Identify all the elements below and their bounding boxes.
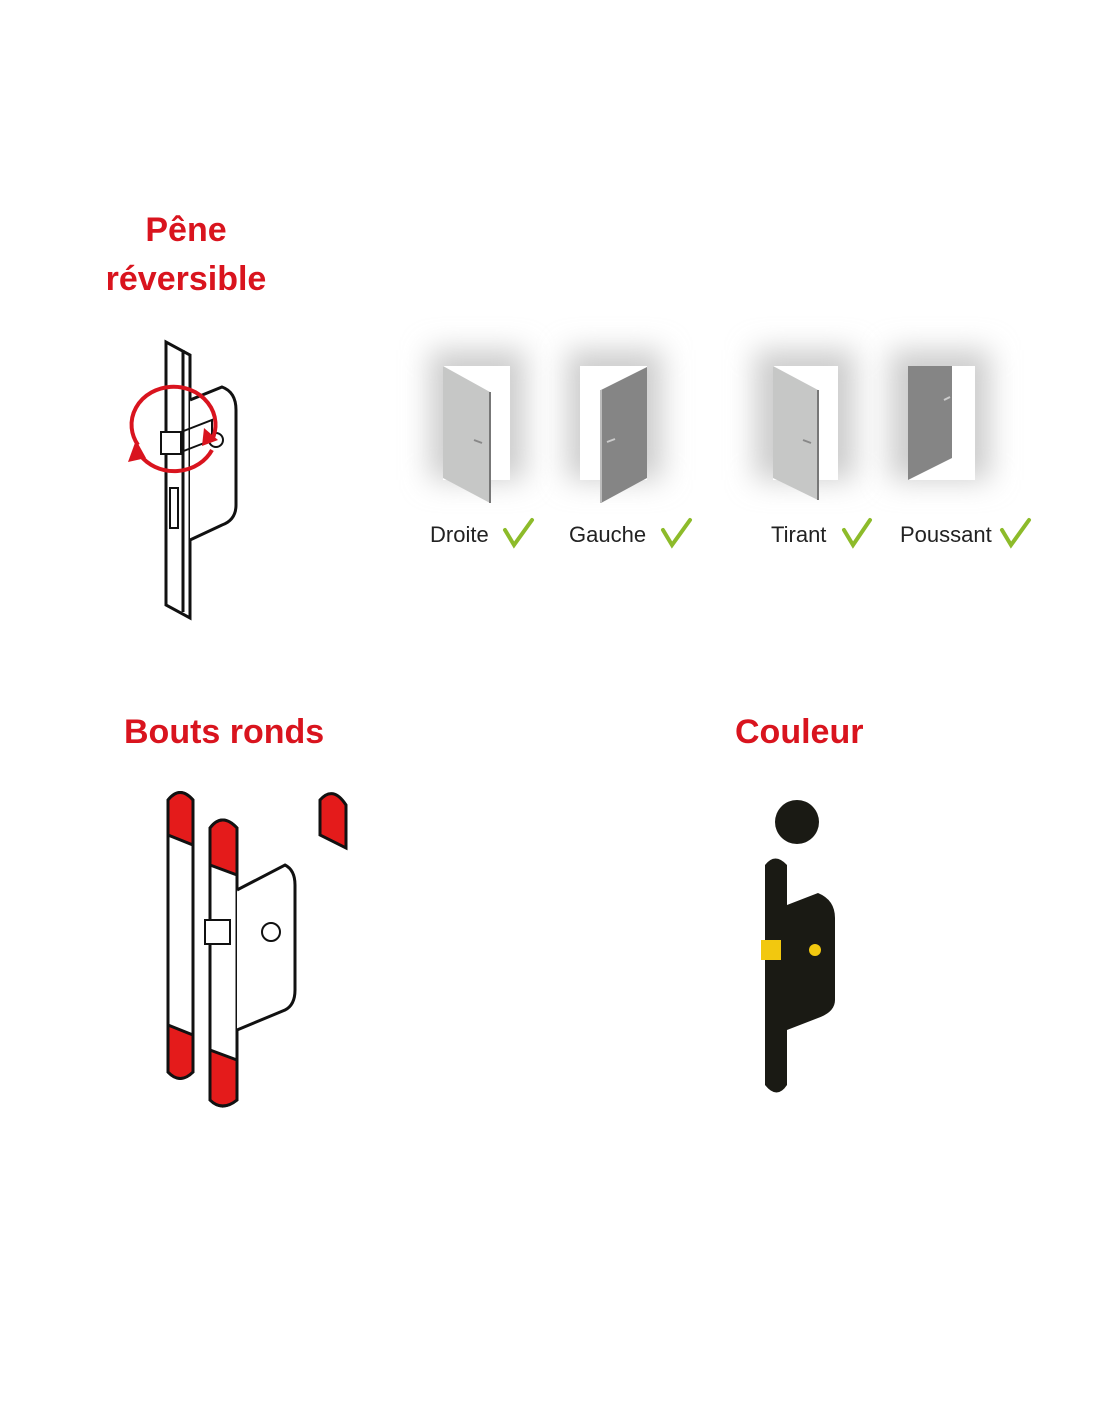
rotate-arrow-icon — [128, 440, 146, 462]
reversible-title-line1: Pêne — [145, 211, 227, 249]
door-poussant — [890, 350, 990, 480]
color-title: Couleur — [735, 713, 864, 751]
check-icon-tirant — [842, 518, 872, 549]
option-tirant-label: Tirant — [771, 522, 827, 547]
check-icon-poussant — [1000, 518, 1031, 549]
color-illustration — [761, 800, 835, 1093]
check-icon-droite — [503, 518, 534, 549]
check-icon-gauche — [661, 518, 692, 549]
round-ends-illustration — [166, 791, 348, 1108]
reversible-lock-illustration — [128, 339, 238, 621]
option-poussant-label: Poussant — [900, 522, 992, 547]
door-droite — [430, 350, 525, 503]
option-droite-label: Droite — [430, 522, 489, 547]
door-tirant — [755, 350, 855, 500]
color-swatch-black — [775, 800, 819, 844]
option-gauche-label: Gauche — [569, 522, 647, 547]
door-gauche — [567, 350, 662, 503]
reversible-title-line2: réversible — [105, 260, 267, 298]
round-ends-title: Bouts ronds — [124, 713, 325, 751]
